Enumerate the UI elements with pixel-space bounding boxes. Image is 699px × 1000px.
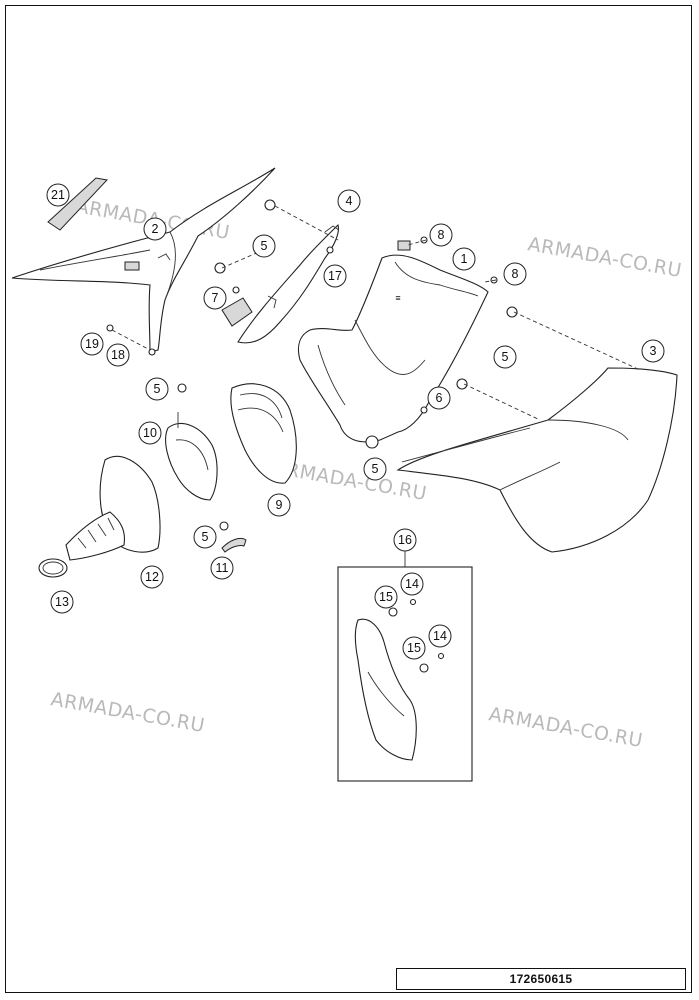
callout-4: 4: [337, 189, 361, 213]
svg-text:17: 17: [328, 269, 342, 283]
air-filter-part-9: [230, 383, 297, 484]
svg-text:5: 5: [261, 239, 268, 253]
watermark: ARMADA-CO.RU: [487, 703, 644, 752]
airbox-logo: ≡: [395, 293, 400, 303]
svg-text:9: 9: [276, 498, 283, 512]
callout-15: 15: [374, 585, 398, 609]
svg-text:10: 10: [143, 426, 157, 440]
callout-15: 15: [402, 636, 426, 660]
callout-5: 5: [145, 377, 169, 401]
callout-5: 5: [193, 525, 217, 549]
watermark: ARMADA-CO.RU: [526, 233, 683, 282]
callout-9: 9: [267, 493, 291, 517]
inset-box-part-16: [337, 551, 473, 782]
leader-lines: [111, 205, 641, 421]
svg-text:8: 8: [438, 228, 445, 242]
svg-text:2: 2: [152, 222, 159, 236]
svg-text:21: 21: [51, 188, 65, 202]
page-frame: [5, 5, 692, 993]
hose-clamp-part-13: [38, 558, 68, 578]
callouts: 21 2 5 4 8 1 8 17 7 5 3 19 18 5 6 10 5 9…: [46, 183, 665, 660]
callout-1: 1: [452, 247, 476, 271]
callout-7: 7: [203, 286, 227, 310]
callout-5: 5: [493, 345, 517, 369]
side-panel-right-part-3: [396, 367, 678, 553]
intake-boot-part-12: [65, 455, 161, 561]
svg-text:4: 4: [346, 194, 353, 208]
fasteners: [106, 199, 518, 531]
svg-text:13: 13: [55, 595, 69, 609]
svg-text:15: 15: [379, 590, 393, 604]
svg-text:7: 7: [212, 291, 219, 305]
svg-text:18: 18: [111, 348, 125, 362]
svg-text:15: 15: [407, 641, 421, 655]
document-number: 172650615: [509, 972, 573, 986]
svg-text:8: 8: [512, 267, 519, 281]
svg-text:5: 5: [154, 382, 161, 396]
callout-6: 6: [427, 386, 451, 410]
callout-19: 19: [80, 332, 104, 356]
callout-8: 8: [429, 223, 453, 247]
document-number-box: 172650615: [396, 968, 686, 990]
callout-13: 13: [50, 590, 74, 614]
callout-14: 14: [400, 572, 424, 596]
inner-shroud-part-4: [221, 223, 340, 344]
callout-5: 5: [252, 234, 276, 258]
svg-text:3: 3: [650, 344, 657, 358]
svg-text:14: 14: [433, 629, 447, 643]
side-panel-left-part-2: [11, 167, 276, 353]
svg-text:12: 12: [145, 570, 159, 584]
svg-text:6: 6: [436, 391, 443, 405]
clip-part-11: [221, 537, 247, 553]
callout-17: 17: [323, 264, 347, 288]
svg-text:1: 1: [461, 252, 468, 266]
callout-21: 21: [46, 183, 70, 207]
callout-2: 2: [143, 217, 167, 241]
svg-text:14: 14: [405, 577, 419, 591]
svg-text:5: 5: [202, 530, 209, 544]
svg-text:11: 11: [216, 561, 229, 575]
callout-14: 14: [428, 624, 452, 648]
callout-5: 5: [363, 457, 387, 481]
svg-text:5: 5: [372, 462, 379, 476]
callout-3: 3: [641, 339, 665, 363]
svg-text:5: 5: [502, 350, 509, 364]
callout-8: 8: [503, 262, 527, 286]
watermark: ARMADA-CO.RU: [49, 688, 206, 737]
callout-18: 18: [106, 343, 130, 367]
svg-text:19: 19: [85, 337, 99, 351]
svg-text:16: 16: [398, 533, 412, 547]
callout-10: 10: [138, 421, 162, 445]
callout-11: 11: [210, 556, 234, 580]
callout-16: 16: [393, 528, 417, 552]
sticker-part-21: [47, 177, 108, 231]
callout-12: 12: [140, 565, 164, 589]
filter-cage-part-10: [165, 412, 218, 501]
